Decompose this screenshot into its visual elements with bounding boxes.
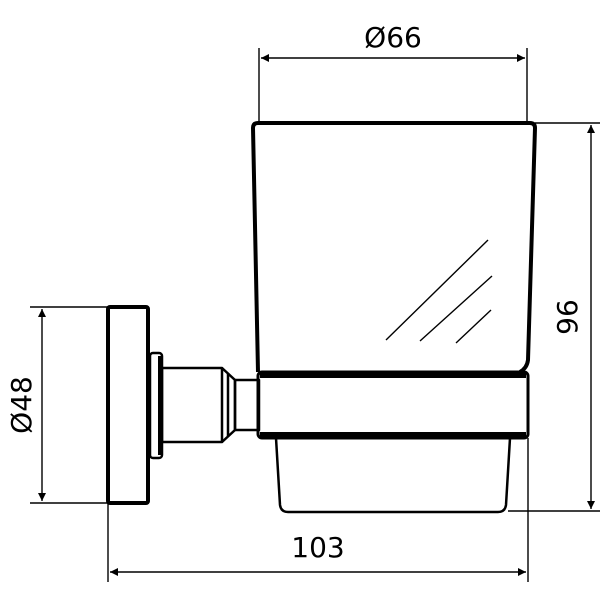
dimension-label-plate-diameter: Ø48 (5, 376, 38, 434)
glass-shine-line (455, 309, 492, 344)
dimension-label-height: 96 (551, 299, 584, 335)
glass-shine-line (419, 275, 493, 342)
dimension-label-cup-diameter: Ø66 (364, 21, 422, 54)
neck (233, 378, 261, 432)
stem (160, 366, 224, 444)
holder-ring (256, 370, 530, 440)
glass-cup-bottom (274, 437, 512, 514)
wall-plate (106, 305, 150, 505)
dimension-label-depth: 103 (291, 531, 344, 564)
glass-shine-line (385, 239, 489, 341)
glass-cup (251, 121, 537, 374)
